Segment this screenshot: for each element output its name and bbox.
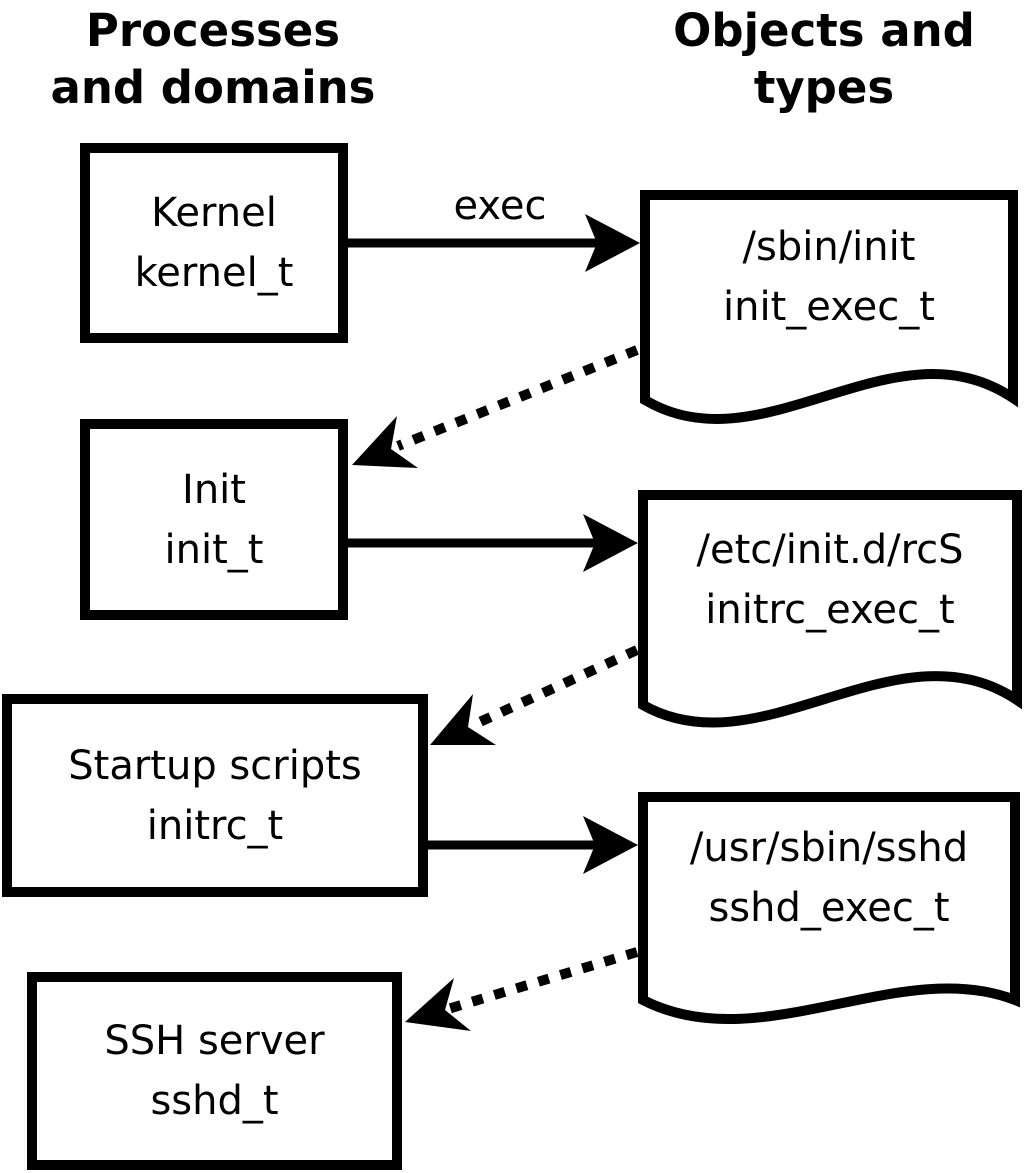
process-name: SSH server [104,1018,325,1064]
transition-arrowhead-initrc-exec-to-initrc-t [430,694,496,745]
process-domain-type: sshd_t [150,1078,279,1124]
process-name: Startup scripts [68,742,362,789]
document-shape-etc-initd-rcs [638,490,1022,728]
process-domain-type: kernel_t [134,250,294,296]
process-box-ssh-server: SSH server sshd_t [27,972,402,1170]
column-title-processes-line1: Processes [85,4,341,57]
column-title-objects-line2: types [753,61,895,114]
transition-arrow-sshd-exec-to-sshd-t [446,947,639,1014]
object-path: /usr/sbin/sshd [689,825,969,871]
transition-arrow-init-exec-to-init-t [396,345,639,451]
document-shape-usr-sbin-sshd [638,792,1020,1025]
process-box-init: Init init_t [80,419,348,620]
process-name: Init [182,466,246,513]
exec-arrow-label: exec [453,183,547,229]
exec-arrowhead-init-to-rcs [583,514,638,572]
process-box-startup-scripts: Startup scripts initrc_t [2,694,428,897]
process-box-kernel: Kernel kernel_t [80,143,348,343]
object-type: init_exec_t [723,284,935,330]
column-title-processes: Processes and domains [43,2,383,116]
document-shape-sbin-init [640,190,1018,424]
exec-arrowhead-kernel-to-sbin-init [585,214,640,272]
column-title-objects-line1: Objects and [673,4,975,57]
transition-arrow-initrc-exec-to-initrc-t [468,645,640,731]
column-title-objects: Objects and types [654,2,994,116]
document-label-etc-initd-rcs: /etc/init.d/rcS initrc_exec_t [648,520,1012,640]
object-path: /etc/init.d/rcS [696,527,964,573]
process-domain-type: init_t [164,526,264,573]
object-type: sshd_exec_t [708,885,950,931]
transition-arrowhead-sshd-exec-to-sshd-t [405,978,471,1031]
document-label-usr-sbin-sshd: /usr/sbin/sshd sshd_exec_t [648,818,1010,938]
process-name: Kernel [151,190,277,236]
exec-arrowhead-initrc-to-sshd [583,816,638,874]
transition-arrowhead-init-exec-to-init-t [352,416,418,468]
column-title-processes-line2: and domains [50,61,376,114]
process-domain-type: initrc_t [146,802,284,849]
object-path: /sbin/init [742,224,916,270]
object-type: initrc_exec_t [705,587,955,633]
document-label-sbin-init: /sbin/init init_exec_t [650,217,1008,337]
